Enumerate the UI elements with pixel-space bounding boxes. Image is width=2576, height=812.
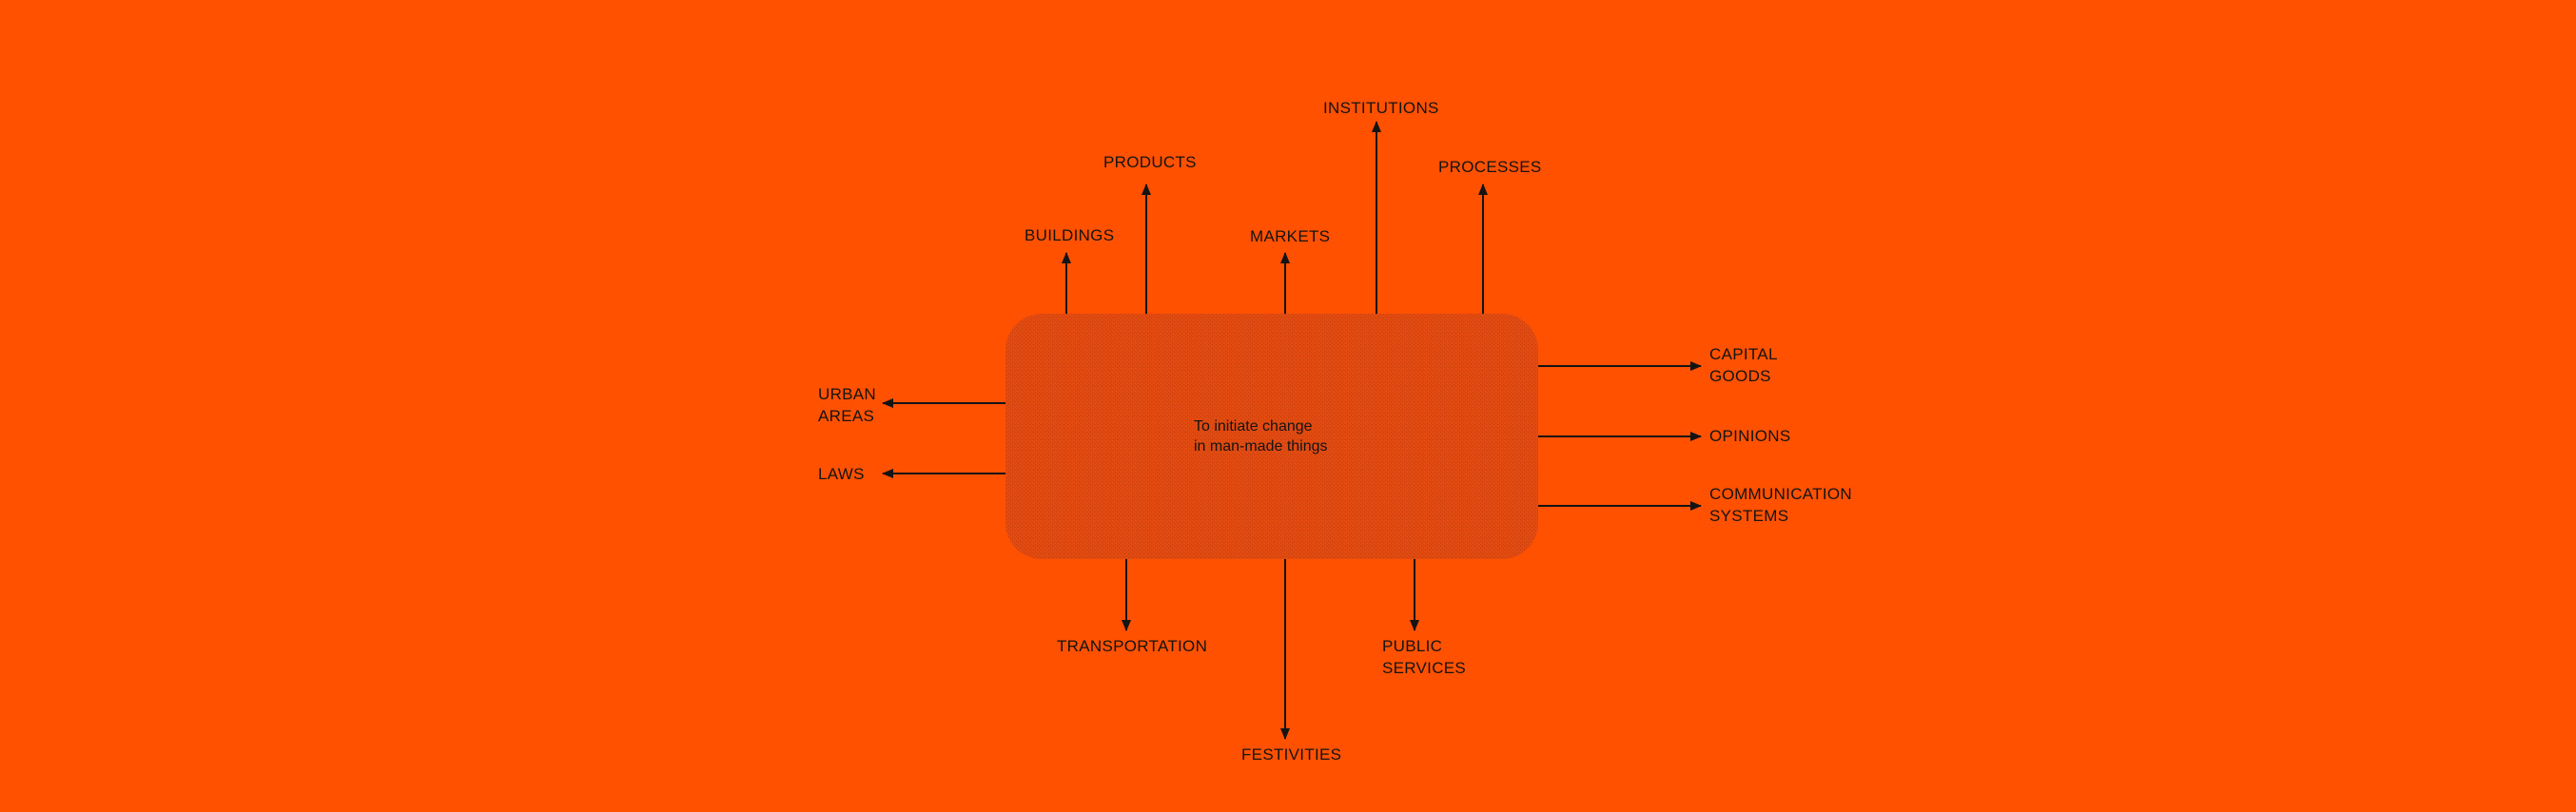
label-products: PRODUCTS xyxy=(1103,153,1197,171)
label-laws: LAWS xyxy=(818,465,865,483)
label-urban-areas-line-2: AREAS xyxy=(818,407,875,425)
label-transportation: TRANSPORTATION xyxy=(1057,637,1208,655)
label-urban-areas-line-1: URBAN xyxy=(818,385,877,403)
label-festivities: FESTIVITIES xyxy=(1241,745,1342,764)
label-public-services: PUBLIC SERVICES xyxy=(1382,635,1466,679)
label-communication-systems: COMMUNICATION SYSTEMS xyxy=(1709,483,1852,527)
label-opinions: OPINIONS xyxy=(1709,427,1791,445)
label-capital-goods-line-2: GOODS xyxy=(1709,367,1771,385)
label-capital-goods: CAPITAL GOODS xyxy=(1709,343,1778,387)
central-box xyxy=(1005,314,1538,559)
label-markets: MARKETS xyxy=(1250,227,1331,245)
label-processes: PROCESSES xyxy=(1438,158,1542,176)
label-institutions: INSTITUTIONS xyxy=(1323,99,1439,117)
label-capital-goods-line-1: CAPITAL xyxy=(1709,345,1778,363)
label-public-services-line-1: PUBLIC xyxy=(1382,637,1443,655)
central-statement-line-1: To initiate change xyxy=(1194,418,1313,435)
label-public-services-line-2: SERVICES xyxy=(1382,659,1467,677)
central-statement: To initiate change in man-made things xyxy=(1194,416,1328,456)
label-communication-systems-line-2: SYSTEMS xyxy=(1709,507,1789,525)
label-communication-systems-line-1: COMMUNICATION xyxy=(1709,485,1852,503)
label-buildings: BUILDINGS xyxy=(1025,226,1115,244)
label-urban-areas: URBAN AREAS xyxy=(818,383,876,427)
central-statement-line-2: in man-made things xyxy=(1194,438,1328,454)
